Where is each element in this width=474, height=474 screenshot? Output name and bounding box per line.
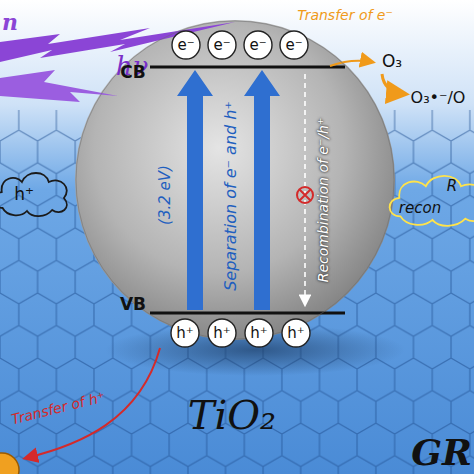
charge-label: e⁻ xyxy=(249,36,266,54)
valence-band xyxy=(150,312,345,315)
light-label: n xyxy=(2,9,18,35)
acceptor-dot xyxy=(0,453,19,474)
excitation-arrow xyxy=(177,70,213,310)
charge-circle xyxy=(280,31,308,59)
charge-label: h⁺ xyxy=(176,324,193,342)
band-gap: (3.2 eV) xyxy=(156,165,174,225)
hole: h⁺ xyxy=(170,318,200,348)
light-bolt xyxy=(0,70,118,102)
process-label: Transfer of h⁺ xyxy=(10,389,107,428)
charge-circle xyxy=(208,31,236,59)
charge-label: h⁺ xyxy=(213,324,230,342)
hole: h⁺ xyxy=(281,318,311,348)
charge-circle xyxy=(245,319,273,347)
species-label: O₃ xyxy=(382,51,402,71)
conduction-band xyxy=(150,66,345,69)
node-label: recon xyxy=(399,199,441,217)
reduction-arrow xyxy=(382,74,404,94)
recombination-cloud: Rrecon xyxy=(384,170,474,228)
electron-transfer-arrow xyxy=(330,61,372,66)
process-label: Transfer of e⁻ xyxy=(297,7,393,23)
tio2-particle xyxy=(75,20,395,340)
electron: e⁻ xyxy=(171,30,201,60)
cloud-outline xyxy=(390,176,474,226)
charge-label: h⁺ xyxy=(250,324,267,342)
blocked-symbol xyxy=(300,190,311,201)
electron: e⁻ xyxy=(243,30,273,60)
particle-shadow xyxy=(105,324,405,376)
particle-outline xyxy=(76,21,394,339)
hole-cloud-outline xyxy=(0,168,74,218)
charge-circle xyxy=(244,31,272,59)
charge-label: e⁻ xyxy=(177,36,194,54)
charge-circle xyxy=(172,31,200,59)
charge-circle xyxy=(282,319,310,347)
hole: h⁺ xyxy=(244,318,274,348)
node-label: h⁺ xyxy=(14,184,34,204)
blocked-symbol xyxy=(297,187,313,203)
charge-label: e⁻ xyxy=(213,36,230,54)
electron: e⁻ xyxy=(207,30,237,60)
node-label: TiO₂ xyxy=(188,392,276,438)
process-label: Separation of e⁻ and h⁺ xyxy=(221,101,240,291)
charge-label: e⁻ xyxy=(285,36,302,54)
hole-cloud: h⁺ xyxy=(0,168,74,218)
node-label: R xyxy=(447,177,457,195)
band-label: VB xyxy=(120,294,146,314)
charge-circle xyxy=(171,319,199,347)
material-label: GR xyxy=(411,431,472,473)
cloud-outline xyxy=(0,173,67,216)
species-label: O₃•⁻/O xyxy=(411,88,466,107)
charge-circle xyxy=(208,319,236,347)
hole: h⁺ xyxy=(207,318,237,348)
charge-label: h⁺ xyxy=(287,324,304,342)
process-label: Recombination of e⁻/h⁺ xyxy=(315,118,331,283)
excitation-arrow xyxy=(244,70,280,310)
recombination-arrow xyxy=(304,74,306,304)
band-label: CB xyxy=(120,62,145,82)
electron: e⁻ xyxy=(279,30,309,60)
